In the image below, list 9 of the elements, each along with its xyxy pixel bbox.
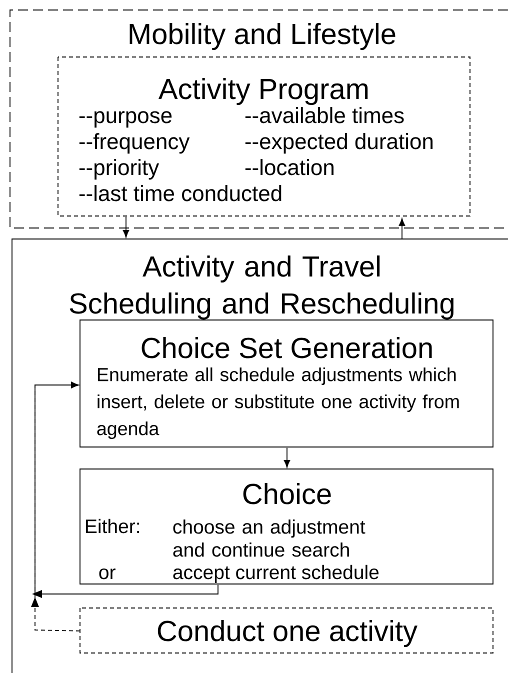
arrow bbox=[122, 216, 130, 238]
arrow bbox=[398, 218, 406, 240]
arrow bbox=[284, 447, 290, 468]
program-box: Activity Program --purpose --available times --frequency --expected duration --priority --location --last time conducted bbox=[58, 56, 470, 216]
process-box: Conduct one activity bbox=[80, 608, 494, 654]
arrow bbox=[34, 382, 218, 594]
process-box: Choice Either: choose an adjustment and continue search or accept current schedule bbox=[80, 468, 494, 584]
arrow bbox=[34, 382, 80, 632]
process-box: Choice Set Generation Enumerate all schedule adjustments which insert, delete or substitute one activity from agenda bbox=[80, 320, 494, 448]
